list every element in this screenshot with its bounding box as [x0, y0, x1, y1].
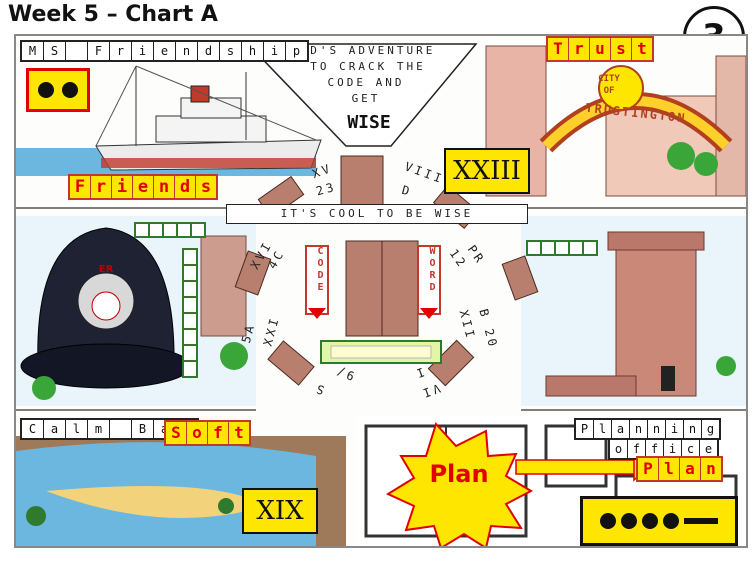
letter-cell: F [70, 176, 91, 198]
letter-cell: e [154, 42, 176, 60]
letter-cell: f [208, 422, 229, 444]
letter-cell: a [680, 458, 701, 480]
letter-cell: l [66, 420, 88, 438]
letter-cell: s [220, 42, 242, 60]
letter-cell: n [154, 176, 175, 198]
letter-cell: e [704, 442, 713, 456]
letter-cell: g [706, 422, 715, 436]
empty-answer-row [526, 240, 598, 256]
letter-cell: i [132, 42, 154, 60]
morse-dash [684, 518, 718, 524]
letter-cell: p [292, 44, 301, 58]
word-friends: F r i e n d s [68, 174, 218, 200]
plan-star-text: Plan [429, 460, 489, 488]
morse-dots-clue [26, 68, 90, 112]
letter-cell [110, 420, 132, 438]
tower-illustration [521, 216, 746, 406]
letter-cell: m [88, 420, 110, 438]
letter-cell: r [569, 38, 590, 60]
word-trust: T r u s t [546, 36, 654, 62]
letter-cell: i [264, 42, 286, 60]
empty-answer-row [134, 222, 206, 238]
roman-xxiii-box: XXIII [444, 148, 530, 194]
letter-cell: B [132, 420, 154, 438]
letter-cell: r [91, 176, 112, 198]
letter-cell: n [648, 420, 666, 438]
morse-dot [663, 513, 679, 529]
puzzle-board: ED'S ADVENTURE TO CRACK THE CODE AND GET… [14, 34, 748, 548]
letter-cell: S [44, 42, 66, 60]
letter-cell: e [133, 176, 154, 198]
empty-answer-column [182, 248, 198, 378]
morse-dot [621, 513, 637, 529]
word-plan: P l a n [636, 456, 723, 482]
morse-dot [38, 82, 54, 98]
sign-of: OF [603, 86, 615, 96]
roman-xix-box: XIX [242, 488, 318, 534]
letter-cell: a [612, 420, 630, 438]
funnel-wise: WISE [347, 112, 391, 133]
letter-cell: s [611, 38, 632, 60]
funnel-text-line2: TO CRACK THE [310, 60, 426, 73]
funnel-shape [246, 43, 478, 147]
page-title: Week 5 – Chart A [8, 2, 218, 27]
letter-cell: T [548, 38, 569, 60]
letter-cell: P [576, 420, 594, 438]
letter-cell: f [628, 440, 646, 458]
letter-cell: o [610, 440, 628, 458]
police-helmet-illustration [16, 216, 256, 406]
funnel-text-line1: ED'S ADVENTURE [300, 44, 436, 57]
letter-cell: F [88, 42, 110, 60]
letter-cell: n [706, 459, 716, 478]
letter-cell: t [234, 423, 244, 442]
trust-town-illustration [485, 45, 746, 197]
morse-dot [62, 82, 78, 98]
word-soft: S o f t [164, 420, 251, 446]
ship-illustration [16, 65, 322, 176]
letter-cell: r [110, 42, 132, 60]
planning-boxes: P l a n n i n g [574, 418, 721, 440]
letter-cell: n [176, 42, 198, 60]
letter-cell: t [637, 39, 647, 58]
letter-cell: l [659, 458, 680, 480]
letter-cell: n [684, 420, 702, 438]
ship-name-boxes: M S F r i e n d s h i p [20, 40, 309, 62]
cool-to-be-wise-banner: IT'S COOL TO BE WISE [226, 204, 528, 224]
letter-cell: f [646, 440, 664, 458]
letter-cell: M [22, 42, 44, 60]
funnel-text-line4: GET [351, 92, 381, 105]
letter-cell: a [44, 420, 66, 438]
letter-cell: d [175, 176, 196, 198]
letter-cell: n [630, 420, 648, 438]
letter-cell [66, 42, 88, 60]
letter-cell: d [198, 42, 220, 60]
letter-cell: u [590, 38, 611, 60]
letter-cell: l [594, 420, 612, 438]
morse-dot [600, 513, 616, 529]
sign-city: CITY [598, 74, 620, 84]
letter-cell: o [187, 422, 208, 444]
letter-cell: i [664, 440, 682, 458]
letter-cell: P [638, 458, 659, 480]
funnel-text-line3: CODE AND [327, 76, 405, 89]
letter-cell: h [242, 42, 264, 60]
code-label: CODE [315, 246, 326, 294]
letter-cell: i [666, 420, 684, 438]
letter-cell: s [200, 177, 212, 197]
letter-cell: S [166, 422, 187, 444]
word-label: WORD [427, 246, 438, 294]
letter-cell: c [682, 440, 700, 458]
letter-cell: C [22, 420, 44, 438]
morse-dot [642, 513, 658, 529]
helmet-er-text: ER [98, 264, 114, 275]
letter-cell: i [112, 176, 133, 198]
morse-dots-dash-clue [580, 496, 738, 546]
